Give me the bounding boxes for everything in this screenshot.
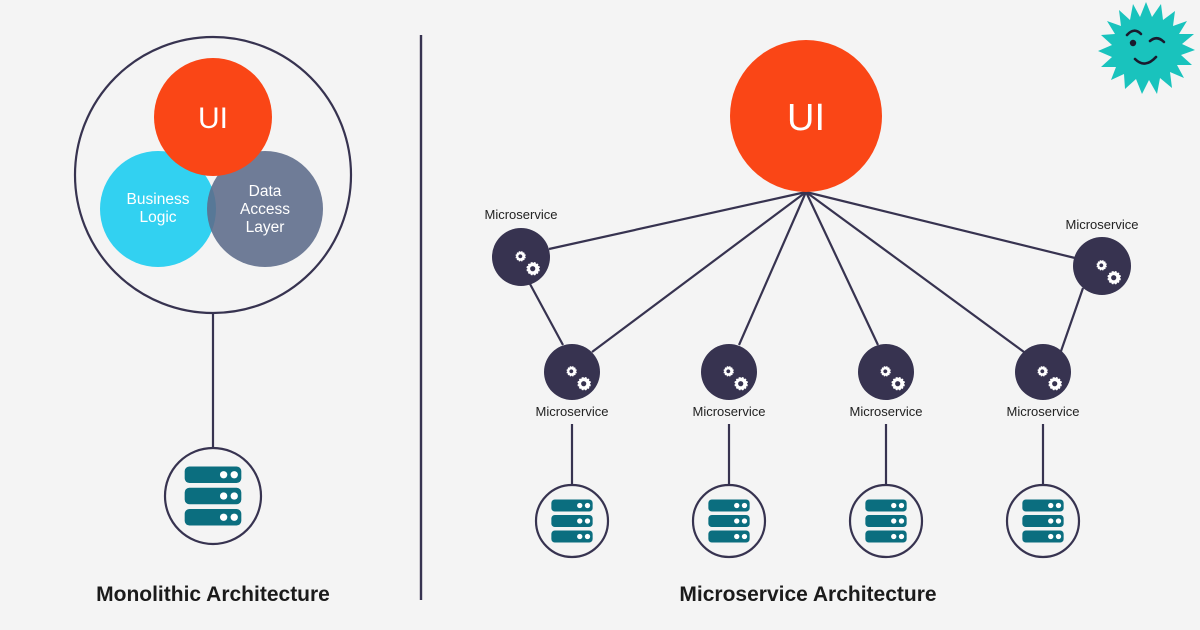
business-logic-circle: [100, 151, 216, 267]
microservice-label-ms-top-left: Microservice: [485, 207, 558, 222]
spiky-mascot-logo: [1098, 2, 1195, 94]
monolith-title: Monolithic Architecture: [96, 583, 330, 606]
edge-ui-to-ms-bottom-3: [805, 191, 879, 346]
microservice-node-ms-top-left[interactable]: [492, 228, 550, 286]
edge-ui-to-ms-bottom-4: [805, 191, 1025, 353]
monolith-ui-label: UI: [198, 102, 228, 135]
microservice-label-ms-bottom-3: Microservice: [850, 404, 923, 419]
database-icon: [551, 499, 593, 543]
edge-ui-to-ms-top-left: [548, 190, 807, 251]
microservice-database-db-3[interactable]: [848, 483, 924, 559]
microservice-ui-circle: [730, 40, 882, 192]
edge-ms-top-left-to-ms-bottom-1: [529, 283, 564, 346]
microservice-database-db-4[interactable]: [1005, 483, 1081, 559]
mascot-eye: [1129, 39, 1137, 47]
data-access-layer-circle: [207, 151, 323, 267]
monolith-layer-data-access[interactable]: Data Access Layer: [207, 151, 323, 267]
mascot-eyebrow: [1125, 29, 1143, 37]
business-logic-label-line2: Logic: [139, 209, 176, 226]
microservice-node-ms-bottom-1[interactable]: [544, 344, 600, 400]
node-link-edges: [529, 283, 1085, 355]
monolith-outer-boundary: [73, 35, 353, 315]
monolithic-architecture-group: Business Logic Data Access Layer UI Mono…: [73, 35, 353, 606]
microservice-node-ms-bottom-3[interactable]: [858, 344, 914, 400]
edge-ui-to-ms-top-right: [805, 190, 1076, 260]
monolith-layer-ui[interactable]: UI: [154, 58, 272, 176]
microservice-node-ms-top-right[interactable]: [1073, 237, 1131, 295]
mascot-smile: [1133, 55, 1158, 65]
microservice-label-ms-top-right: Microservice: [1066, 217, 1139, 232]
monolith-layer-business-logic[interactable]: Business Logic: [100, 151, 216, 267]
microservice-node-ms-bottom-4[interactable]: [1015, 344, 1071, 400]
microservice-node-ms-bottom-2[interactable]: [701, 344, 757, 400]
microservice-node-circle: [701, 344, 757, 400]
microservice-node-circle: [858, 344, 914, 400]
microservice-node-circle: [544, 344, 600, 400]
database-icon: [865, 499, 907, 543]
microservice-ui-hub[interactable]: UI: [730, 40, 882, 192]
monolith-database[interactable]: [163, 446, 263, 546]
data-access-label-line3: Layer: [246, 219, 285, 236]
microservice-database-db-1[interactable]: [534, 483, 610, 559]
edge-ms-top-right-to-ms-bottom-4: [1058, 287, 1085, 355]
edge-ui-to-ms-bottom-1: [591, 191, 807, 353]
business-logic-label-line1: Business: [127, 191, 190, 208]
database-icon: [184, 466, 242, 526]
mascot-wink-eye: [1148, 36, 1166, 44]
edge-ui-to-ms-bottom-2: [737, 191, 808, 346]
microservice-label-ms-bottom-2: Microservice: [693, 404, 766, 419]
microservice-architecture-group: UI Microservice Microservice Microservic…: [485, 40, 1139, 606]
microservice-database-db-2[interactable]: [691, 483, 767, 559]
microservice-label-ms-bottom-4: Microservice: [1007, 404, 1080, 419]
monolith-ui-circle: [154, 58, 272, 176]
database-connectors: [570, 424, 1045, 486]
hub-link-edges: [548, 190, 1076, 353]
database-icon: [1022, 499, 1064, 543]
database-icon: [708, 499, 750, 543]
microservice-title: Microservice Architecture: [679, 583, 936, 606]
microservice-node-circle: [1073, 237, 1131, 295]
microservice-node-circle: [1015, 344, 1071, 400]
data-access-label-line1: Data: [249, 183, 282, 200]
data-access-label-line2: Access: [240, 201, 290, 218]
microservice-label-ms-bottom-1: Microservice: [536, 404, 609, 419]
microservice-ui-label: UI: [787, 97, 825, 139]
microservice-node-circle: [492, 228, 550, 286]
